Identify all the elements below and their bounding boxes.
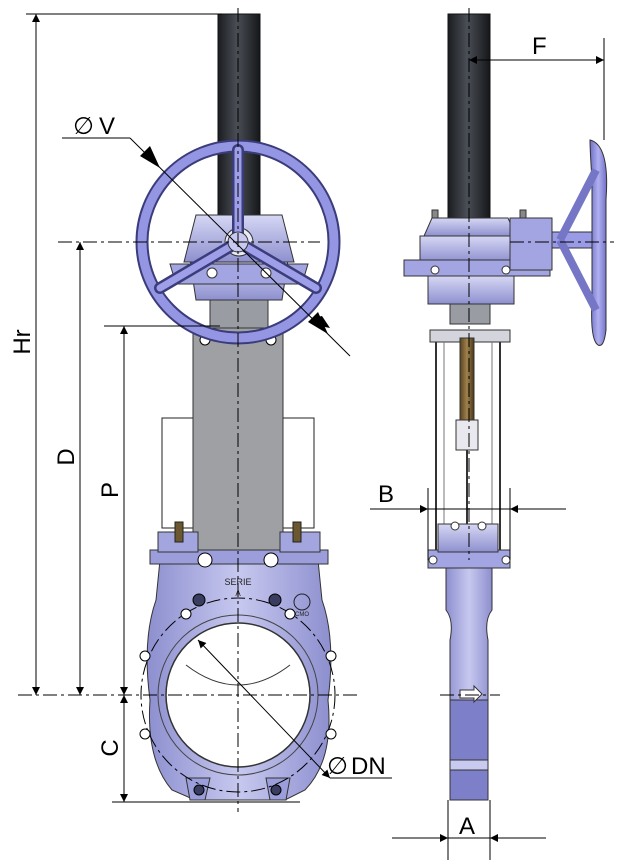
logo-emblem: [293, 593, 311, 611]
label-p: P: [97, 482, 124, 498]
stem-screw: [459, 337, 475, 421]
diameter-symbol-dn: ∅: [327, 752, 348, 780]
logo-text: CMO: [295, 612, 309, 618]
label-d: D: [53, 448, 80, 465]
label-c: C: [97, 739, 124, 756]
body-series-text: SERIE: [224, 577, 251, 587]
label-a: A: [459, 813, 475, 840]
dim-line-dn: [197, 639, 331, 779]
gearbox-side: [403, 209, 553, 325]
label-hr: Hr: [9, 329, 36, 354]
diameter-symbol-v: ∅: [73, 112, 94, 140]
handwheel-side: [551, 139, 608, 346]
front-view: SERIE A CMO: [9, 8, 392, 812]
side-view: F B A: [370, 8, 614, 860]
label-dn: DN: [351, 753, 386, 780]
label-v: V: [99, 113, 115, 140]
label-b: B: [378, 481, 394, 508]
label-f: F: [532, 33, 547, 60]
